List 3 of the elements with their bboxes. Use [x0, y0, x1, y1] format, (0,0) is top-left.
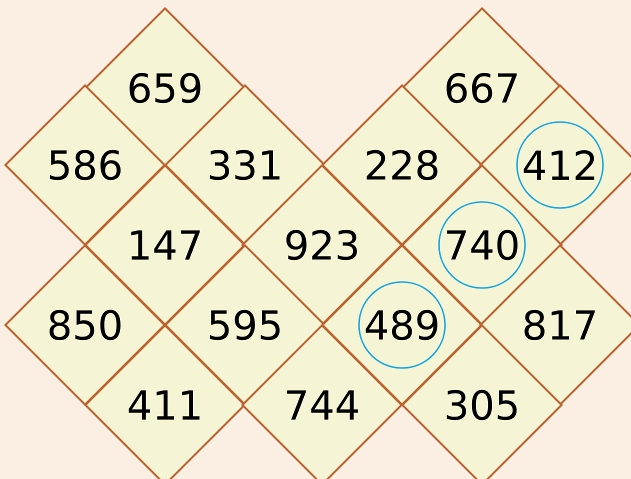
circled-number: 489	[358, 281, 446, 369]
circled-number: 740	[438, 201, 526, 289]
circled-number: 412	[516, 121, 604, 209]
